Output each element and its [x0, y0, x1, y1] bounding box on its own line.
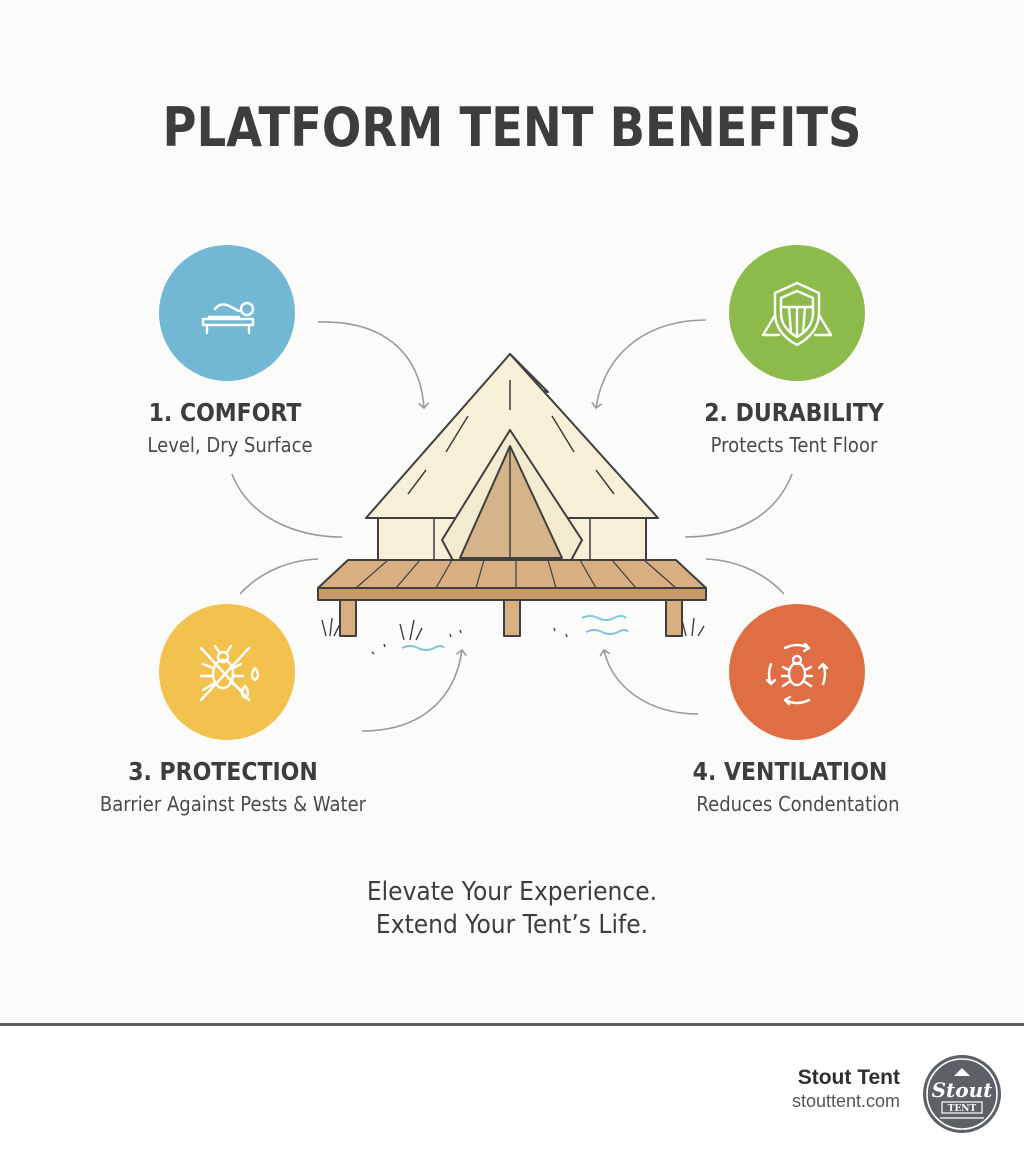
arrow-ventilation [599, 648, 699, 715]
stout-tent-logo: Stout TENT [923, 1055, 1001, 1133]
page-title: PLATFORM TENT BENEFITS [162, 96, 862, 159]
ventilation-circle [729, 604, 865, 740]
curve-left-upper [231, 473, 343, 538]
curve-left-lower [239, 558, 319, 595]
no-bug-water-icon [199, 644, 260, 702]
brand-url[interactable]: stouttent.com [791, 1091, 900, 1111]
wooden-platform [317, 559, 707, 637]
ventilation-description: Reduces Condentation [696, 792, 900, 816]
water-ripples [401, 615, 629, 651]
brand-name: Stout Tent [797, 1066, 900, 1089]
tagline-line-1: Elevate Your Experience. [366, 877, 658, 907]
tagline-line-2: Extend Your Tent’s Life. [375, 910, 649, 940]
ventilation-title: 4. VENTILATION [692, 757, 888, 786]
comfort-circle [159, 245, 295, 381]
logo-subtext: TENT [948, 1104, 977, 1114]
grass-tufts [321, 617, 705, 655]
protection-circle [159, 604, 295, 740]
comfort-description: Level, Dry Surface [147, 433, 313, 457]
durability-circle [729, 245, 865, 381]
protection-description: Barrier Against Pests & Water [99, 792, 367, 816]
arrow-protection [361, 648, 467, 732]
footer-divider [0, 1023, 1024, 1026]
protection-title: 3. PROTECTION [128, 757, 318, 786]
shield-tent-icon [761, 281, 833, 347]
logo-wordmark: Stout [932, 1078, 994, 1102]
bell-tent [365, 353, 659, 567]
footer [0, 1026, 1024, 1154]
arrow-comfort [317, 321, 430, 410]
curve-right-upper [684, 473, 793, 538]
airflow-bug-icon [765, 642, 829, 706]
curve-right-lower [705, 558, 785, 595]
connector-arrows [231, 319, 793, 732]
sleeping-person-icon [201, 301, 255, 335]
comfort-title: 1. COMFORT [148, 398, 302, 427]
durability-title: 2. DURABILITY [704, 398, 884, 427]
durability-description: Protects Tent Floor [710, 433, 878, 457]
tent-illustration [231, 319, 793, 732]
arrow-durability [591, 319, 707, 410]
